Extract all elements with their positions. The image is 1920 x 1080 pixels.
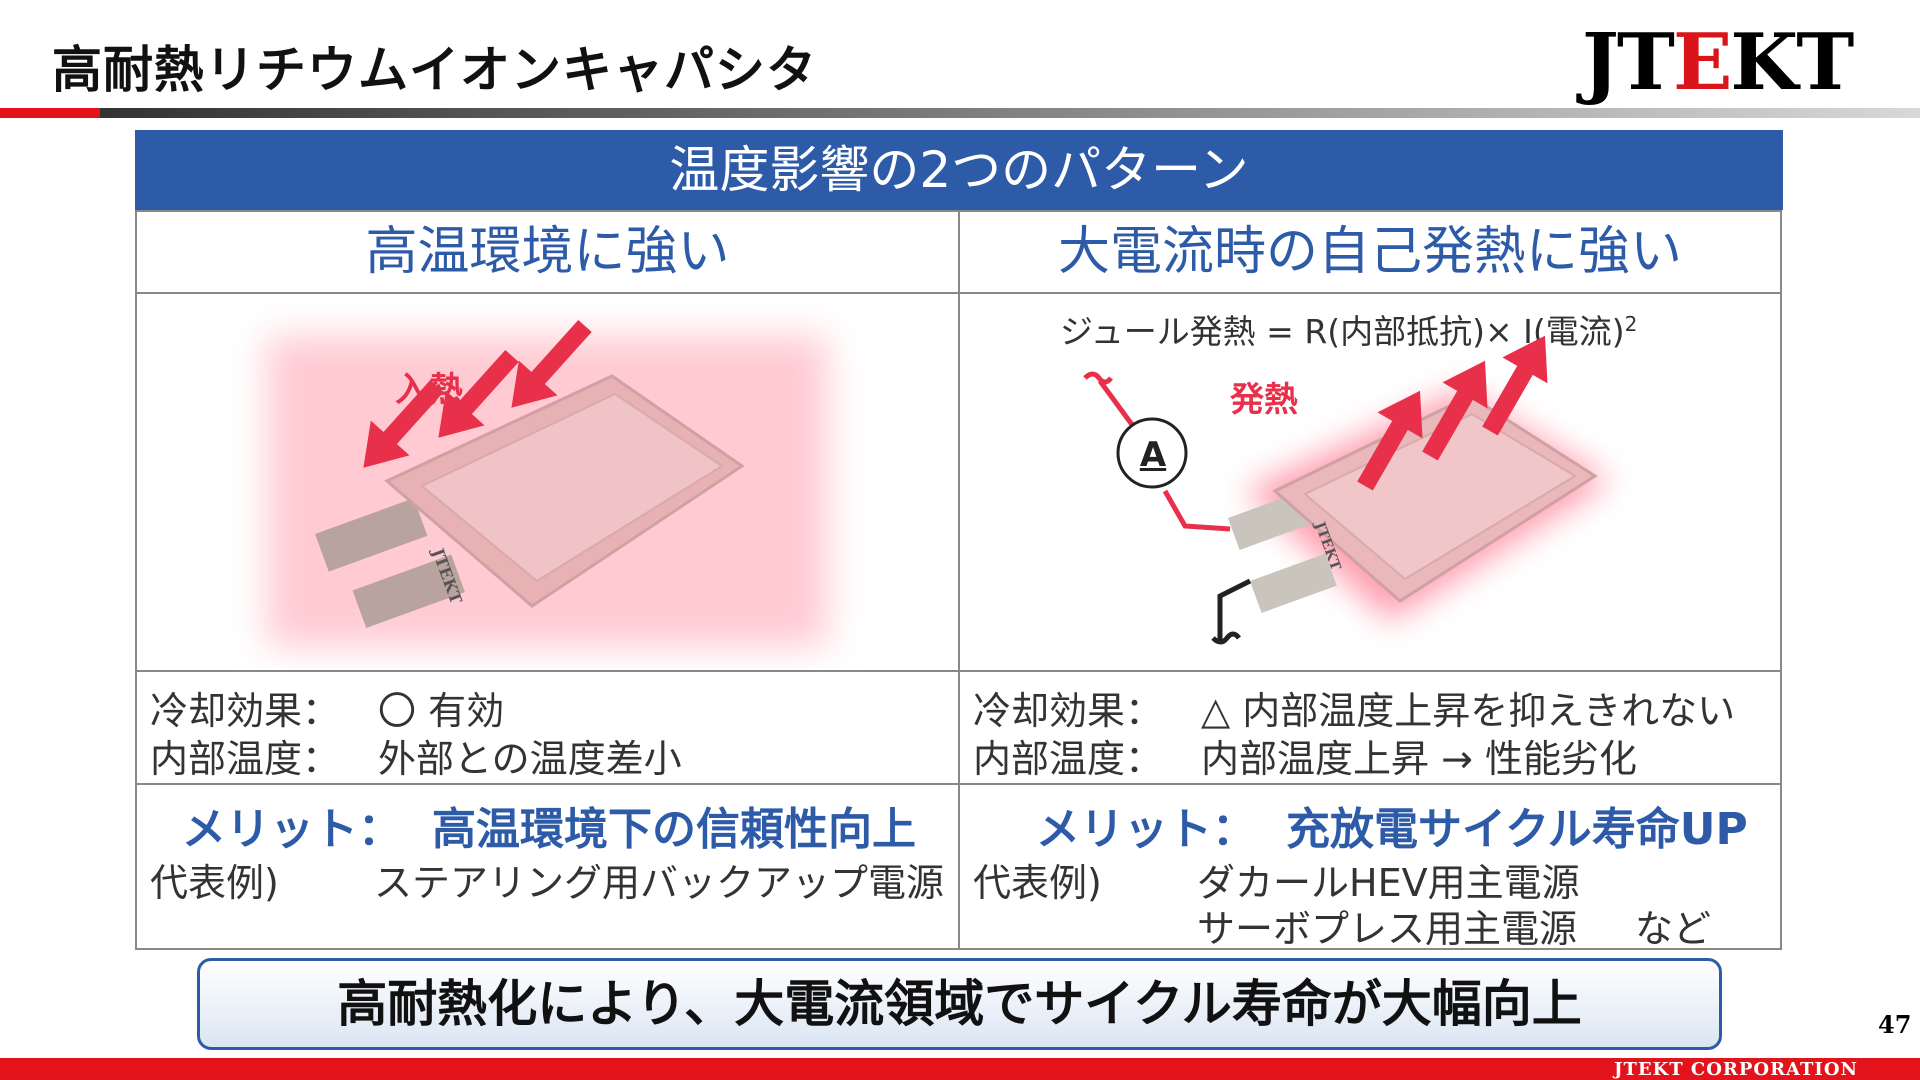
capacitor-cell: JTEKT xyxy=(1228,394,1598,613)
example-tail: など xyxy=(1635,907,1712,951)
left-internal-temp-row: 内部温度： 外部との温度差小 xyxy=(150,728,682,783)
example-value: ステアリング用バックアップ電源 xyxy=(374,861,945,905)
right-internal-temp-row: 内部温度： 内部温度上昇 → 性能劣化 xyxy=(973,728,1637,783)
column-divider xyxy=(958,210,960,950)
right-column-heading: 大電流時の自己発熱に強い xyxy=(1057,222,1682,282)
right-example: 代表例) ダカールHEV用主電源 xyxy=(973,852,1580,907)
table-header: 温度影響の2つのパターン xyxy=(135,130,1783,210)
left-cooling-row: 冷却効果： 〇 有効 xyxy=(150,680,504,735)
example-value: ダカールHEV用主電源 xyxy=(1197,861,1580,905)
example-label: 代表例) xyxy=(150,861,279,905)
formula-exponent: 2 xyxy=(1624,312,1638,336)
cooling-effect-label: 冷却効果： xyxy=(150,689,341,733)
capacitor-cell: JTEKT xyxy=(315,374,745,629)
internal-temp-value: 内部温度上昇 → 性能劣化 xyxy=(1201,737,1637,781)
slide-title: 高耐熱リチウムイオンキャパシタ xyxy=(52,41,817,99)
internal-temp-label: 内部温度： xyxy=(973,737,1164,781)
merit-value: 高温環境下の信頼性向上 xyxy=(432,804,916,855)
merit-label: メリット： xyxy=(1036,804,1256,855)
internal-temp-value: 外部との温度差小 xyxy=(378,737,682,781)
self-heat-label: 発熱 xyxy=(1230,380,1298,420)
left-capacitor-figure: JTEKT xyxy=(137,296,958,668)
cooling-effect-label: 冷却効果： xyxy=(973,689,1164,733)
row-divider xyxy=(135,783,1782,785)
left-example: 代表例) ステアリング用バックアップ電源 xyxy=(150,852,944,907)
internal-temp-label: 内部温度： xyxy=(150,737,341,781)
company-logo: JTEKT xyxy=(1582,17,1854,108)
heat-input-label: 入熱 xyxy=(395,370,463,410)
rising-heat-arrows xyxy=(1357,335,1548,491)
incoming-heat-arrows xyxy=(363,319,592,468)
row-divider xyxy=(135,670,1782,672)
right-example-line2: サーボプレス用主電源 など xyxy=(973,898,1711,953)
merit-value: 充放電サイクル寿命UP xyxy=(1286,804,1748,855)
ammeter-label: A xyxy=(1139,435,1167,475)
title-rule xyxy=(0,108,1920,118)
right-capacitor-figure: JTEKT xyxy=(960,296,1780,668)
footer-bar xyxy=(0,1058,1920,1080)
footer-company: JTEKT CORPORATION xyxy=(1613,1059,1858,1080)
page-number: 47 xyxy=(1878,1010,1912,1039)
example-value: サーボプレス用主電源 xyxy=(1197,907,1578,951)
left-column-heading: 高温環境に強い xyxy=(365,222,730,282)
right-merit: メリット： 充放電サイクル寿命UP xyxy=(1036,793,1748,857)
example-label: 代表例) xyxy=(973,861,1102,905)
left-merit: メリット： 高温環境下の信頼性向上 xyxy=(182,793,916,857)
circuit-wires xyxy=(1083,371,1252,645)
right-cooling-row: 冷却効果： △ 内部温度上昇を抑えきれない xyxy=(973,680,1735,735)
cooling-effect-value: △ 内部温度上昇を抑えきれない xyxy=(1201,689,1736,733)
merit-label: メリット： xyxy=(182,804,402,855)
ammeter xyxy=(1116,417,1188,489)
row-divider xyxy=(135,292,1782,294)
cooling-effect-value: 〇 有効 xyxy=(378,689,505,733)
summary-box: 高耐熱化により、大電流領域でサイクル寿命が大幅向上 xyxy=(197,958,1722,1050)
